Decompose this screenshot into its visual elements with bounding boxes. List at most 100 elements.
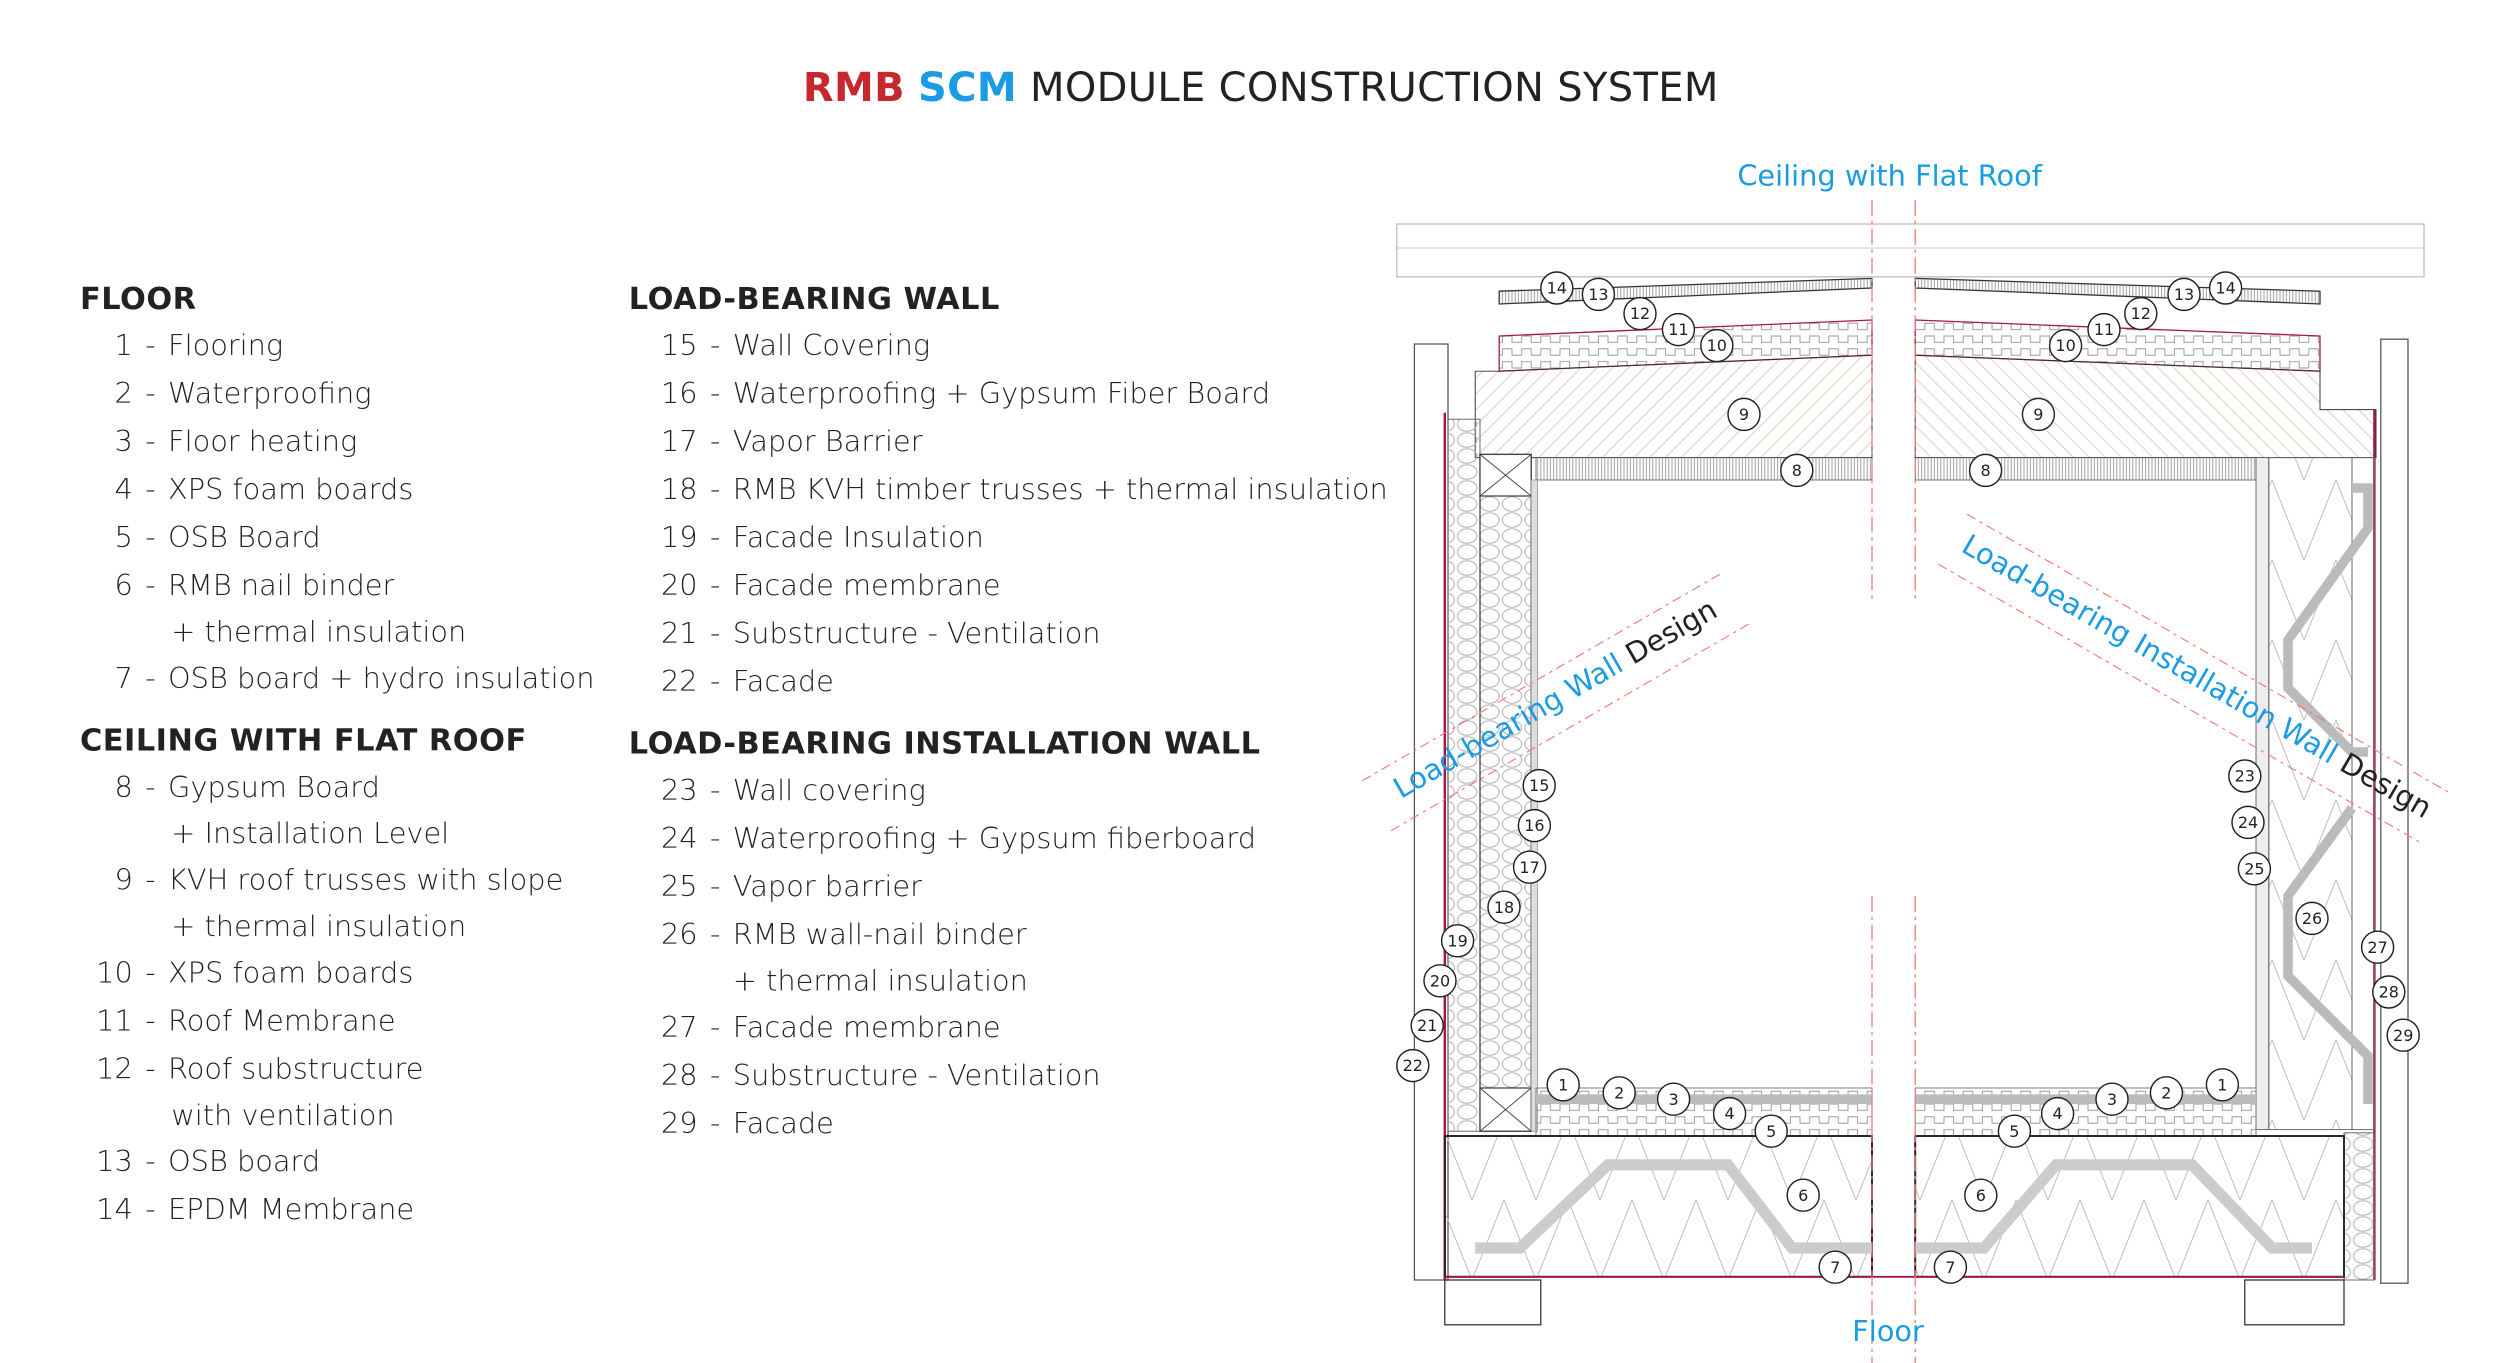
callout-number: 17 (1519, 858, 1539, 877)
wall-left (1413, 343, 1538, 1281)
legend-item-number: 5 (114, 521, 133, 556)
callout-circle (2372, 975, 2406, 1009)
legend-item: 25-Vapor barrier (629, 864, 1388, 912)
legend-item-text: OSB Board (168, 521, 321, 556)
callout-number: 14 (2215, 279, 2235, 298)
legend-item-number: 15 (660, 329, 698, 364)
callout-circle (1540, 271, 1574, 305)
legend-item: 3-Floor heating (80, 419, 594, 467)
legend-item-text: EPDM Membrane (168, 1193, 415, 1228)
legend-item-text: Vapor barrier (732, 870, 922, 904)
legend-item-number: 26 (660, 918, 698, 952)
legend-item-number: 3 (114, 425, 133, 460)
legend-item-text: OSB board + hydro insulation (168, 662, 595, 696)
callout-number: 24 (2238, 813, 2258, 832)
legend-item: 2-Waterproofing (80, 371, 594, 419)
legend-item-number: 25 (660, 870, 698, 904)
page-title: RMB SCM MODULE CONSTRUCTION SYSTEM (0, 64, 2498, 110)
legend-item-continued: + thermal insulation (629, 960, 1388, 1005)
legend-separator: - (145, 662, 156, 696)
legend-item-text: Waterproofing + Gypsum Fiber Board (732, 377, 1271, 412)
legend-item: 9-KVH roof trusses with slope (80, 858, 594, 906)
callout-number: 22 (1403, 1056, 1423, 1075)
legend-item-text: Substructure - Ventilation (732, 617, 1101, 652)
callout-circle (2040, 1096, 2075, 1131)
callout-circle (1997, 1114, 2032, 1148)
legend-item-text: Floor heating (168, 425, 358, 460)
callout-circle (1780, 453, 1814, 488)
callout-circle (1517, 808, 1552, 843)
callout-circle (1656, 1082, 1691, 1116)
callout-circle (2124, 296, 2158, 331)
callout-number: 2 (1614, 1083, 1624, 1102)
legend-separator: - (710, 569, 721, 604)
callout-circle (1964, 1178, 1998, 1212)
callout-number: 8 (1981, 461, 1991, 480)
floor-slab (1443, 1087, 2345, 1326)
legend-item: 8-Gypsum Board (80, 765, 594, 813)
legend-separator: - (145, 1004, 156, 1039)
callout-circle (1754, 1114, 1788, 1148)
legend-item-continued: with ventilation (80, 1094, 594, 1139)
title-rest: MODULE CONSTRUCTION SYSTEM (1030, 64, 1719, 111)
legend-item: 24-Waterproofing + Gypsum fiberboard (629, 816, 1388, 864)
legend-item-number: 22 (660, 665, 698, 700)
callout-number: 23 (2235, 767, 2255, 786)
legend-separator: - (145, 1145, 156, 1180)
legend-separator: - (710, 377, 721, 412)
callout-circle (2087, 312, 2121, 347)
legend-item: 12-Roof substructure (80, 1046, 594, 1094)
legend-item: 16-Waterproofing + Gypsum Fiber Board (629, 371, 1388, 419)
legend-separator: - (710, 774, 721, 808)
legend-item-number: 9 (114, 864, 133, 898)
callout-number: 9 (2033, 405, 2043, 424)
callout-number: 10 (2055, 336, 2075, 355)
callout-number: 16 (1524, 816, 1544, 835)
legend-item-number: 27 (660, 1011, 698, 1045)
legend-item-cont-text: + thermal insulation (732, 964, 1028, 999)
legend-item-text: Waterproofing + Gypsum fiberboard (732, 822, 1257, 856)
legend-section: CEILING WITH FLAT ROOF 8-Gypsum Board + In… (80, 717, 594, 1235)
legend-item-number: 21 (660, 617, 698, 652)
callout-circle (1522, 768, 1556, 803)
legend-item-text: Facade (732, 1107, 834, 1141)
legend-item-number: 1 (114, 329, 133, 364)
callout-number: 12 (2131, 304, 2151, 323)
legend-item-text: Facade membrane (732, 569, 1001, 604)
legend-separator: - (145, 864, 156, 898)
legend-item-text: Vapor Barrier (732, 425, 923, 460)
callout-circle (1440, 924, 1475, 958)
legend-separator: - (145, 1052, 156, 1087)
title-brand-rmb: RMB (802, 64, 905, 111)
label-floor: Floor (1852, 1314, 1924, 1348)
callout-number: 1 (1558, 1075, 1568, 1094)
callout-circle (1396, 1048, 1430, 1083)
callout-number: 10 (1707, 336, 1727, 355)
legend-item-text: Facade membrane (732, 1011, 1001, 1045)
callout-circle (1410, 1008, 1444, 1043)
callout-number: 7 (1830, 1258, 1840, 1277)
callout-number: 3 (1669, 1090, 1679, 1109)
callout-circle (2095, 1082, 2129, 1116)
callout-number: 29 (2393, 1026, 2413, 1045)
callout-number: 6 (1798, 1186, 1808, 1205)
callout-circle (1712, 1096, 1747, 1131)
legend-item-text: RMB wall-nail binder (732, 918, 1027, 952)
callout-circle (2237, 852, 2272, 886)
legend-item: 23-Wall covering (629, 768, 1388, 816)
callout-circle (2360, 930, 2395, 964)
callout-circle (1581, 277, 1616, 312)
legend-separator: - (710, 329, 721, 364)
legend-separator: - (145, 329, 156, 364)
legend-separator: - (710, 665, 721, 700)
legend-heading: CEILING WITH FLAT ROOF (80, 723, 527, 759)
legend-separator: - (710, 1011, 721, 1045)
callout-number: 15 (1529, 776, 1549, 795)
legend-item-text: OSB board (168, 1145, 321, 1180)
legend-item-continued: + Installation Level (80, 813, 594, 858)
legend-item-cont-text: + Installation Level (171, 817, 450, 852)
legend-separator: - (145, 1193, 156, 1228)
